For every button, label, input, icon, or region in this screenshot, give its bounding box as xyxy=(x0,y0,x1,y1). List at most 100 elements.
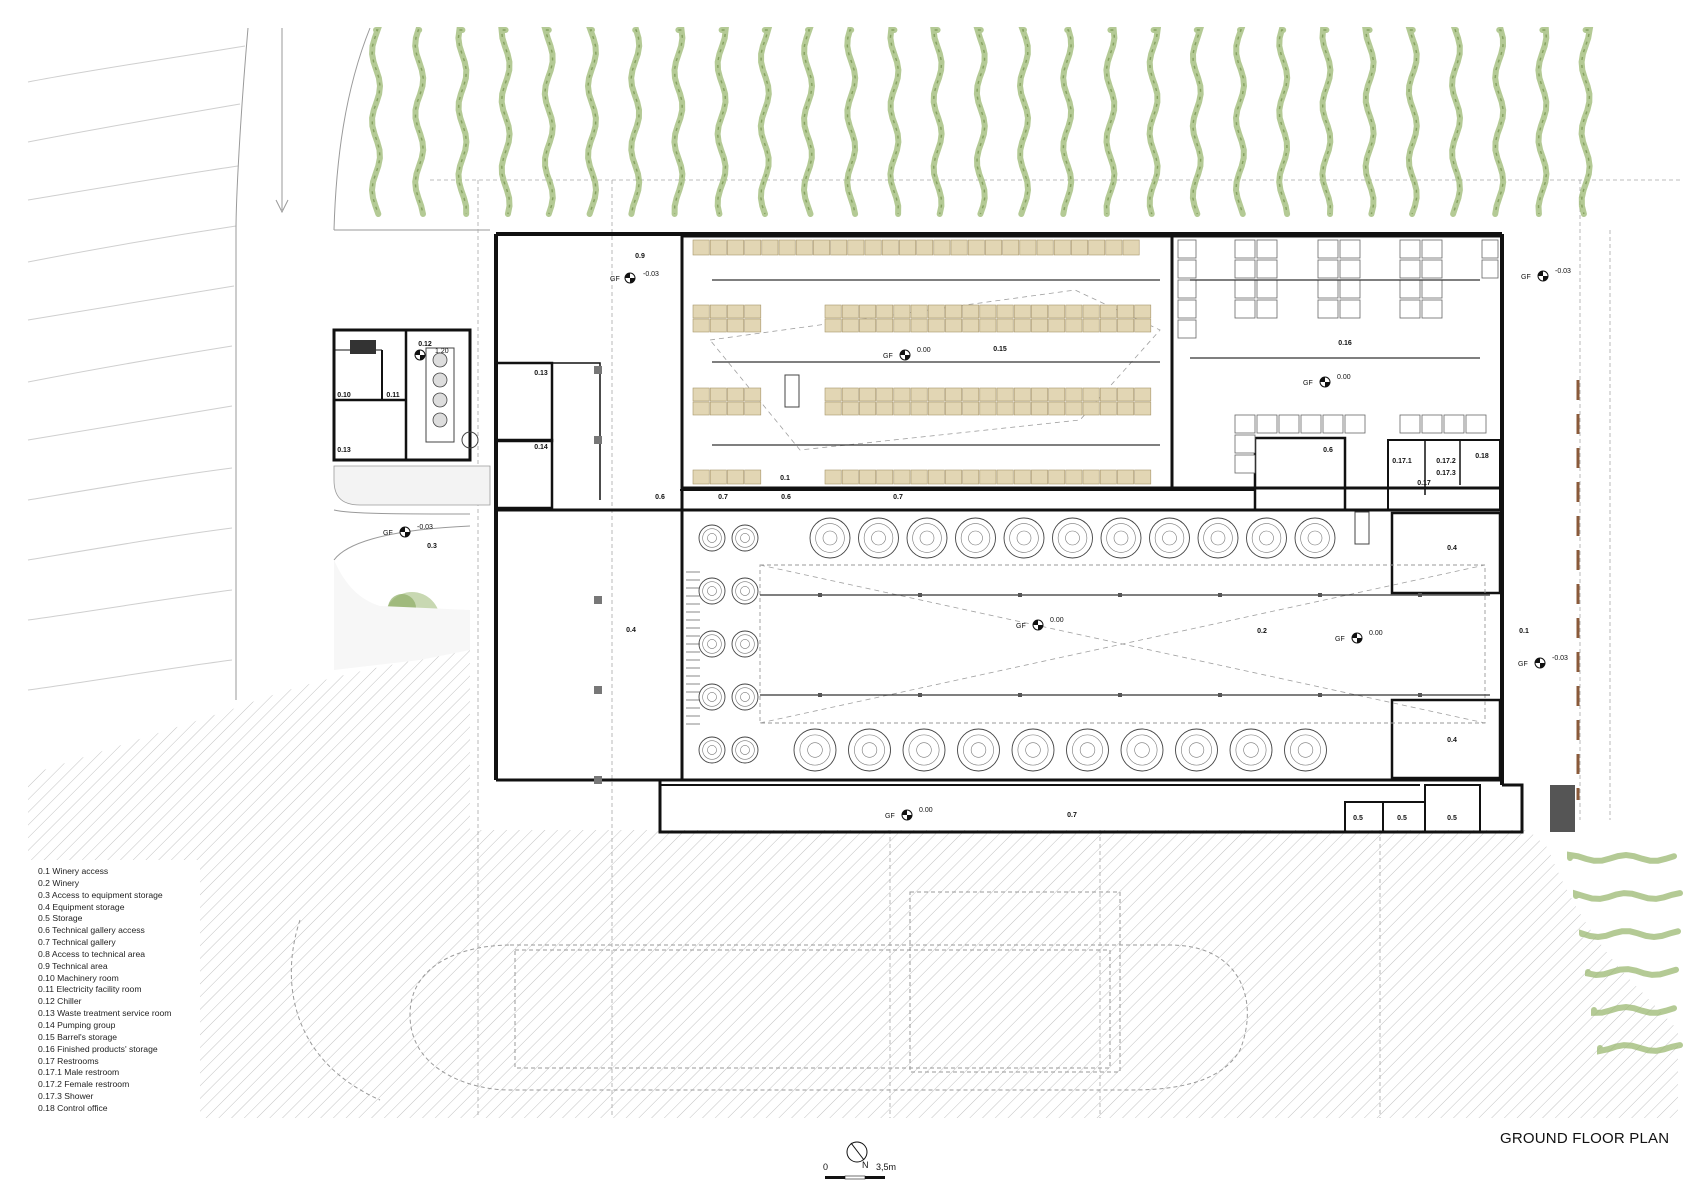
product-pallet xyxy=(1339,259,1361,279)
barrel-pallet xyxy=(709,469,727,485)
barrel-pallet xyxy=(709,239,727,256)
product-pallet xyxy=(1234,279,1256,299)
svg-text:GF: GF xyxy=(1016,623,1026,630)
svg-text:0.00: 0.00 xyxy=(1337,374,1351,381)
barrel-pallet xyxy=(1013,318,1031,333)
svg-text:GF: GF xyxy=(1521,274,1531,281)
room-label-0-18: 0.18 xyxy=(1475,453,1489,460)
wine-tank xyxy=(1011,728,1055,772)
room-label-0-1a: 0.1 xyxy=(780,475,790,482)
room-label-0-1b: 0.1 xyxy=(1519,628,1529,635)
barrel-pallet xyxy=(744,239,762,256)
product-pallet xyxy=(1317,259,1339,279)
wine-tank xyxy=(1100,517,1142,559)
barrel-pallet xyxy=(1002,239,1020,256)
barrel-pallet xyxy=(876,387,894,402)
barrel-pallet xyxy=(830,239,848,256)
barrel-pallet xyxy=(692,304,710,319)
barrel-pallet xyxy=(1099,318,1117,333)
svg-text:0.00: 0.00 xyxy=(1050,617,1064,624)
level-marker: GF -0.03 xyxy=(610,271,659,284)
scale-end-label: 3,5m xyxy=(876,1162,897,1172)
svg-text:GF: GF xyxy=(383,530,393,537)
level-marker: GF 0.00 xyxy=(1335,630,1383,644)
legend-item: 0.6 Technical gallery access xyxy=(38,925,145,936)
wine-tank xyxy=(698,524,726,552)
barrel-pallet xyxy=(893,387,911,402)
barrel-pallet xyxy=(1117,304,1134,319)
wine-tank xyxy=(957,728,1000,772)
product-pallet xyxy=(1465,414,1487,434)
barrel-pallet xyxy=(1134,401,1152,416)
barrel-pallet xyxy=(1122,239,1140,256)
svg-text:GF: GF xyxy=(610,276,620,283)
barrel-pallet xyxy=(778,239,796,256)
room-label-0-17-1: 0.17.1 xyxy=(1392,458,1412,465)
barrel-pallet xyxy=(744,304,762,319)
vine-row xyxy=(1103,27,1118,217)
barrel-pallet xyxy=(1099,387,1117,402)
room-label-0-4c: 0.4 xyxy=(1447,737,1457,744)
wine-tank xyxy=(1120,728,1164,772)
site-grid-lines xyxy=(430,179,1680,1118)
north-arrow-icon xyxy=(846,1141,868,1163)
barrel-pallet xyxy=(1048,469,1066,485)
barrel-pallet xyxy=(1036,239,1054,256)
room-label-0-6a: 0.6 xyxy=(655,494,665,501)
barrel-pallet xyxy=(1105,239,1123,256)
wine-tank xyxy=(698,630,726,658)
wine-tank xyxy=(902,728,946,772)
barrel-pallet xyxy=(979,387,997,402)
vine-row xyxy=(1535,27,1550,217)
barrel-pallet xyxy=(859,401,876,416)
level-marker: GF -0.03 xyxy=(383,524,433,538)
vine-row xyxy=(1146,27,1162,217)
barrel-pallet xyxy=(979,318,997,333)
vine-row xyxy=(1405,27,1420,217)
vine-row xyxy=(1585,966,1679,979)
barrel-pallet xyxy=(744,401,762,416)
barrel-pallet xyxy=(1065,318,1083,333)
svg-text:-0.03: -0.03 xyxy=(1555,268,1571,275)
product-pallet xyxy=(1234,434,1256,454)
product-pallet xyxy=(1234,299,1256,319)
wine-tank xyxy=(1229,728,1273,772)
legend-item: 0.10 Machinery room xyxy=(38,972,119,983)
barrel-pallet xyxy=(1082,401,1100,416)
product-pallet xyxy=(1256,299,1278,319)
barrel-pallet xyxy=(1048,401,1066,416)
barrel-pallet xyxy=(893,469,911,485)
barrel-pallet xyxy=(945,318,962,333)
wine-tank xyxy=(906,517,948,559)
vineyard-rows xyxy=(368,27,1683,1055)
barrel-pallet xyxy=(1048,318,1066,333)
product-pallet xyxy=(1317,299,1339,319)
barrel-pallet xyxy=(1065,469,1083,485)
access-road xyxy=(235,27,490,700)
barrel-pallet xyxy=(841,387,859,402)
level-marker: GF -0.03 xyxy=(1518,655,1568,669)
barrel-pallet xyxy=(1134,387,1152,402)
wine-tank xyxy=(1003,517,1045,559)
room-label-0-5a: 0.5 xyxy=(1353,815,1363,822)
barrel-pallet xyxy=(744,469,762,485)
product-pallet xyxy=(1322,414,1344,434)
barrel-pallet xyxy=(979,304,997,319)
product-pallet xyxy=(1481,239,1499,259)
room-label-0-9: 0.9 xyxy=(635,253,645,260)
room-label-0-5b: 0.5 xyxy=(1397,815,1407,822)
svg-text:-0.03: -0.03 xyxy=(643,271,659,278)
room-label-0-4a: 0.4 xyxy=(626,627,636,634)
site-landscape xyxy=(27,27,1680,1118)
vine-row xyxy=(1579,928,1681,941)
barrel-pallet xyxy=(824,387,842,402)
wine-tank xyxy=(1246,517,1287,559)
room-label-0-16: 0.16 xyxy=(1338,340,1352,347)
barrel-pallet xyxy=(927,304,945,319)
barrel-pallet xyxy=(859,304,876,319)
barrel-pallet xyxy=(1031,469,1048,485)
barrel-pallet xyxy=(1065,401,1083,416)
barrel-pallet xyxy=(1117,401,1134,416)
product-pallet xyxy=(1300,414,1322,434)
